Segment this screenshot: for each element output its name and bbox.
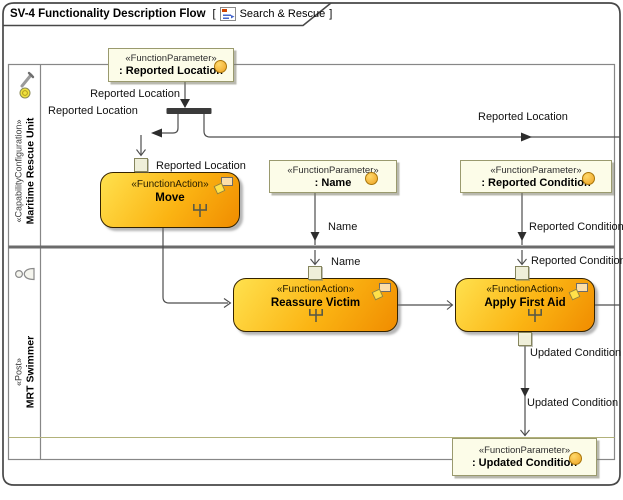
- parameter-ball-icon: [582, 172, 595, 185]
- pin-move-reported-location[interactable]: [134, 158, 148, 172]
- lane-name: MRT Swimmer: [23, 335, 36, 408]
- title-tab: [3, 2, 332, 27]
- link-icon: [576, 283, 588, 292]
- decomposition-rake-icon: [527, 309, 542, 322]
- openarrow-reported-condition-pin: [517, 258, 527, 266]
- edge-label-name[interactable]: Name: [331, 256, 361, 268]
- action-move[interactable]: «FunctionAction» Move: [100, 172, 240, 228]
- swimlane-frame: [7, 63, 616, 461]
- edge-label-name[interactable]: Name: [328, 221, 358, 233]
- flow-fork-to-move-bend[interactable]: [160, 114, 179, 134]
- parameter-ball-icon: [569, 452, 582, 465]
- openarrow-updated-condition: [520, 429, 530, 437]
- diagram-kind-icon: [219, 7, 236, 21]
- capability-configuration-icon: [19, 71, 35, 99]
- lane-header-mrt-swimmer[interactable]: «Post» MRT Swimmer: [8, 247, 40, 460]
- pin-applyfirstaid-updated-condition[interactable]: [518, 332, 532, 346]
- action-name: Apply First Aid: [484, 297, 566, 309]
- diagram-context-name: Search & Rescue: [239, 8, 326, 20]
- openarrow-into-applyfirstaid: [446, 300, 454, 310]
- parameter-name: : Reported Condition: [481, 177, 591, 189]
- parameter-updated-condition[interactable]: «FunctionParameter» : Updated Condition: [452, 438, 597, 476]
- edge-label-reported-location[interactable]: Reported Location: [156, 160, 246, 172]
- parameter-name: : Name: [314, 177, 352, 189]
- action-stereotype: «FunctionAction»: [131, 179, 209, 190]
- arrowhead-reported-condition-upper: [517, 232, 527, 241]
- flow-move-to-reassure[interactable]: [162, 228, 228, 304]
- edge-label-reported-condition[interactable]: Reported Condition: [531, 255, 623, 267]
- parameter-reported-condition[interactable]: «FunctionParameter» : Reported Condition: [460, 160, 612, 193]
- arrowhead-fork-right: [521, 132, 532, 142]
- diagram-title: SV-4 Functionality Description Flow [ Se…: [10, 5, 332, 23]
- edge-label-reported-location[interactable]: Reported Location: [478, 111, 568, 123]
- arrowhead-fork-left: [151, 128, 162, 138]
- flow-fork-right[interactable]: [203, 114, 620, 138]
- arrowhead-name-upper: [310, 232, 320, 241]
- action-name: Reassure Victim: [270, 297, 361, 309]
- openarrow-into-reassure: [223, 298, 232, 308]
- parameter-name: : Reported Location: [119, 65, 223, 77]
- action-apply-first-aid[interactable]: «FunctionAction» Apply First Aid: [455, 278, 595, 332]
- edge-label-reported-location[interactable]: Reported Location: [90, 88, 180, 100]
- fork-node[interactable]: [166, 108, 212, 114]
- title-bracket-open: [: [212, 8, 216, 20]
- openarrow-name-pin: [310, 258, 320, 266]
- action-stereotype: «FunctionAction»: [486, 284, 564, 295]
- parameter-reported-location[interactable]: «FunctionParameter» : Reported Location: [108, 48, 234, 82]
- action-name: Move: [155, 192, 185, 204]
- decomposition-rake-icon: [192, 204, 207, 217]
- pin-applyfirstaid-reported-condition[interactable]: [515, 266, 529, 280]
- title-bracket-close: ]: [329, 8, 333, 20]
- edge-label-updated-condition[interactable]: Updated Condition: [530, 347, 622, 359]
- diagram-frame: [2, 2, 621, 486]
- edge-label-reported-condition[interactable]: Reported Condition: [529, 221, 623, 233]
- lane-header-maritime-rescue-unit[interactable]: «CapabilityConfiguration» Maritime Rescu…: [8, 64, 40, 247]
- action-stereotype: «FunctionAction»: [276, 284, 355, 295]
- parameter-name-node[interactable]: «FunctionParameter» : Name: [269, 160, 397, 193]
- parameter-stereotype: «FunctionParameter»: [287, 165, 379, 176]
- arrowhead-updated-condition-mid: [520, 388, 530, 397]
- openarrow-move-pin: [136, 149, 146, 157]
- link-icon: [379, 283, 391, 292]
- parameter-ball-icon: [214, 60, 227, 73]
- parameter-name: : Updated Condition: [471, 457, 578, 469]
- parameter-stereotype: «FunctionParameter»: [125, 53, 217, 64]
- edge-label-reported-location[interactable]: Reported Location: [48, 105, 138, 117]
- link-icon: [221, 177, 233, 186]
- lane-stereotype: «Post»: [12, 357, 23, 386]
- arrowhead-into-fork: [180, 99, 190, 108]
- lane-stereotype: «CapabilityConfiguration»: [12, 118, 23, 223]
- action-reassure-victim[interactable]: «FunctionAction» Reassure Victim: [233, 278, 398, 332]
- diagram-title-text: SV-4 Functionality Description Flow: [10, 8, 206, 20]
- pin-reassure-name[interactable]: [308, 266, 322, 280]
- edge-label-updated-condition[interactable]: Updated Condition: [527, 397, 619, 409]
- post-person-icon: [14, 267, 35, 281]
- parameter-ball-icon: [365, 172, 378, 185]
- decomposition-rake-icon: [308, 309, 323, 322]
- lane-name: Maritime Rescue Unit: [23, 117, 36, 224]
- parameter-stereotype: «FunctionParameter»: [490, 165, 582, 176]
- parameter-stereotype: «FunctionParameter»: [478, 445, 571, 456]
